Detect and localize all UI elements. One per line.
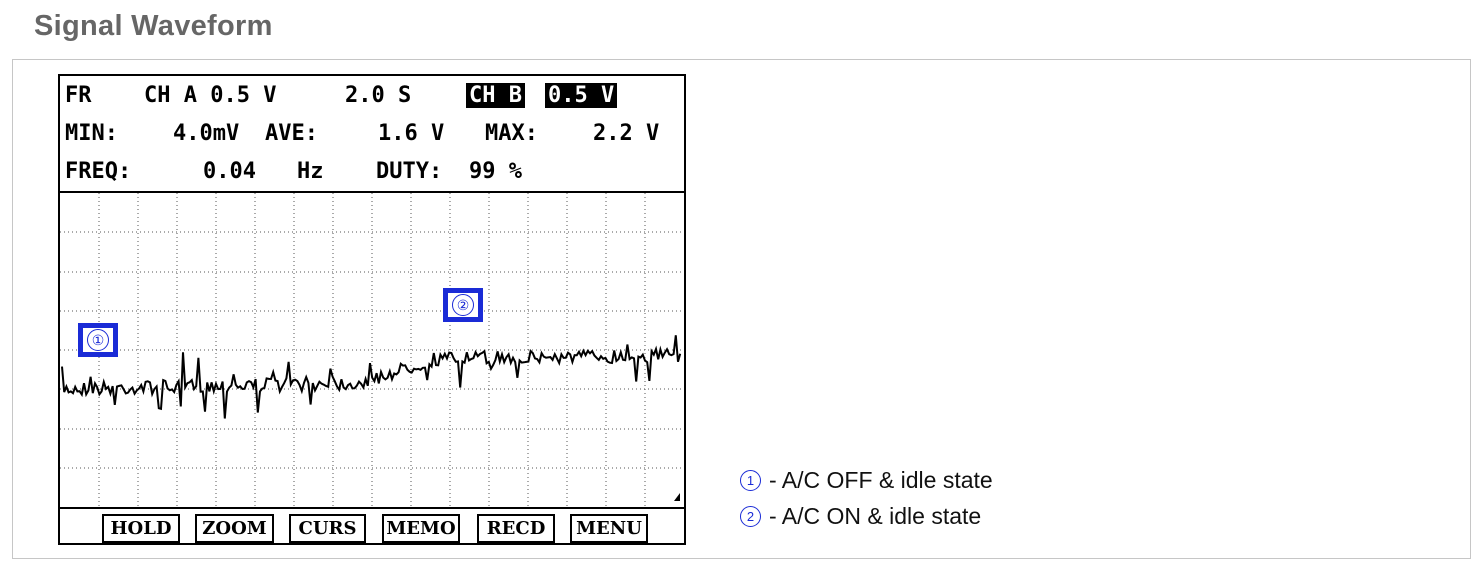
waveform-plot [60, 193, 684, 507]
ave-label: AVE: [265, 121, 318, 146]
marker-2-label: ② [452, 294, 474, 316]
scope-header-row-2: MIN: 4.0mV AVE: 1.6 V MAX: 2.2 V [60, 114, 684, 152]
duty-label: DUTY: [376, 159, 443, 184]
legend-item-1: 1 - A/C OFF & idle state [740, 467, 993, 494]
plot-grid [60, 193, 684, 507]
scope-header-row-3: FREQ: 0.04 Hz DUTY: 99 % [60, 152, 684, 190]
legend-marker-2: 2 [740, 506, 761, 527]
cursor-button[interactable]: CURS [289, 514, 366, 543]
corner-indicator [674, 493, 680, 501]
hold-button[interactable]: HOLD [102, 514, 180, 543]
memo-button[interactable]: MEMO [382, 514, 460, 543]
freq-unit: Hz [297, 159, 324, 184]
min-label: MIN: [65, 121, 118, 146]
legend-text-1: - A/C OFF & idle state [769, 467, 993, 493]
freq-label: FREQ: [65, 159, 132, 184]
scope-header-row-1: FR CH A 0.5 V 2.0 S CH B 0.5 V [60, 76, 684, 114]
legend-marker-1: 1 [740, 470, 761, 491]
duty-value: 99 % [469, 159, 522, 184]
freq-value: 0.04 [203, 159, 256, 184]
legend-item-2: 2 - A/C ON & idle state [740, 503, 981, 530]
channel-b-label: CH B [466, 83, 525, 108]
max-label: MAX: [485, 121, 538, 146]
menu-button[interactable]: MENU [570, 514, 648, 543]
zoom-button[interactable]: ZOOM [195, 514, 274, 543]
min-value: 4.0mV [173, 121, 240, 146]
channel-a-setting: CH A 0.5 V [144, 83, 277, 108]
scope-button-bar: HOLD ZOOM CURS MEMO RECD MENU [60, 507, 684, 545]
max-value: 2.2 V [593, 121, 660, 146]
ave-value: 1.6 V [378, 121, 445, 146]
page-title: Signal Waveform [34, 10, 273, 42]
record-button[interactable]: RECD [477, 514, 555, 543]
legend-text-2: - A/C ON & idle state [769, 503, 982, 529]
channel-b-value: 0.5 V [545, 83, 618, 108]
time-base: 2.0 S [345, 83, 412, 108]
oscilloscope-screen: FR CH A 0.5 V 2.0 S CH B 0.5 V MIN: 4.0m… [58, 74, 686, 545]
marker-1-box: ① [78, 323, 118, 357]
marker-2-box: ② [443, 288, 483, 322]
signal-trace [61, 335, 682, 419]
header-divider [60, 191, 684, 193]
fr-label: FR [65, 83, 92, 108]
marker-1-label: ① [87, 329, 109, 351]
